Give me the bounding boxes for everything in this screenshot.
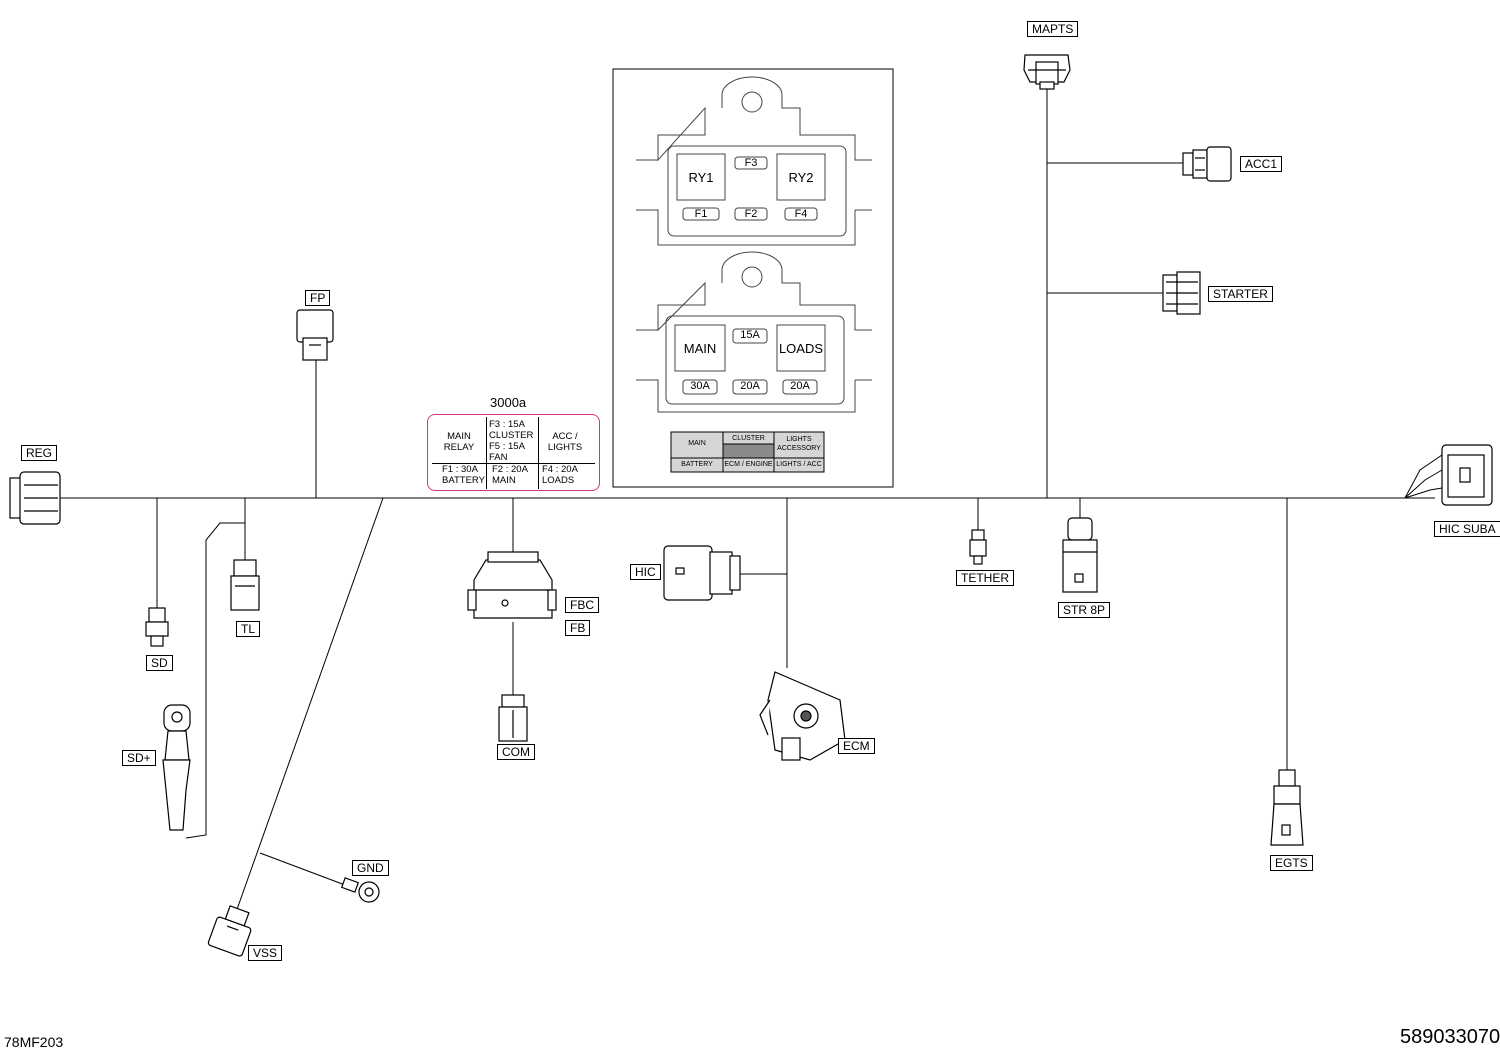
ecm-connector-icon xyxy=(759,671,846,761)
tether-connector-icon xyxy=(969,529,987,565)
fp-connector-icon xyxy=(296,309,334,361)
fuse-box-top xyxy=(636,76,872,246)
fuse-bottom-30a: 30A xyxy=(690,380,710,392)
fuse-bottom-main: MAIN xyxy=(683,341,717,356)
tl-connector-icon xyxy=(230,559,260,611)
reg-label: REG xyxy=(21,445,58,461)
mapts-label: MAPTS xyxy=(1027,21,1079,37)
vss-connector-icon xyxy=(207,905,252,957)
fuse-label-acc-lights: ACC /LIGHTS xyxy=(547,431,583,453)
fuse-bottom-20a-a: 20A xyxy=(740,380,760,392)
acc1-connector-icon xyxy=(1182,146,1232,182)
reg-connector-icon xyxy=(9,471,61,525)
fb-label: FB xyxy=(565,620,591,636)
hic-suba-connector-icon xyxy=(1441,444,1493,506)
fuse-top-f3: F3 xyxy=(744,157,758,169)
footer-right-code: 589033070 xyxy=(1400,1026,1500,1048)
fuse-table-main: MAIN xyxy=(688,440,706,447)
fuse-box-panel xyxy=(612,68,894,488)
tether-label: TETHER xyxy=(956,570,1014,586)
hic-label: HIC xyxy=(630,564,661,580)
mapts-connector-icon xyxy=(1023,54,1071,90)
egts-connector-icon xyxy=(1270,769,1304,846)
hic-connector-icon xyxy=(663,545,741,601)
sd-plus-label: SD+ xyxy=(122,750,156,766)
sd-label: SD xyxy=(146,655,173,671)
hic-suba-label: HIC SUBA xyxy=(1434,521,1500,537)
fuse-bottom-15a: 15A xyxy=(740,329,760,341)
com-label: COM xyxy=(497,744,535,760)
tl-label: TL xyxy=(236,621,261,637)
egts-label: EGTS xyxy=(1270,855,1313,871)
fuse-table-cluster: CLUSTER xyxy=(732,435,765,442)
fuse-top-ry2: RY2 xyxy=(788,170,814,185)
sd-plus-sensor-icon xyxy=(162,704,191,831)
fuse-top-f1: F1 xyxy=(694,208,708,220)
fuse-table-ecm-engine: ECM / ENGINE xyxy=(724,461,773,468)
gnd-label: GND xyxy=(352,860,389,876)
fbc-connector-icon xyxy=(467,551,557,619)
fuse-table-lights-acc: LIGHTS / ACC xyxy=(776,461,822,468)
str8p-label: STR 8P xyxy=(1058,602,1111,618)
ecm-label: ECM xyxy=(838,738,875,754)
acc1-label: ACC1 xyxy=(1240,156,1283,172)
com-connector-icon xyxy=(498,694,528,742)
str8p-connector-icon xyxy=(1062,517,1098,593)
fuse-table xyxy=(670,431,825,473)
fuse-bottom-20a-b: 20A xyxy=(790,380,810,392)
footer-left-code: 78MF203 xyxy=(4,1034,64,1050)
starter-connector-icon xyxy=(1162,271,1201,315)
fuse-top-ry1: RY1 xyxy=(688,170,714,185)
fuse-bottom-loads: LOADS xyxy=(778,341,824,356)
sd-connector-icon xyxy=(145,607,169,647)
vss-label: VSS xyxy=(248,945,283,961)
fuse-top-f2: F2 xyxy=(744,208,758,220)
fbc-label: FBC xyxy=(565,597,599,613)
fuse-label-part-number: 3000a xyxy=(490,395,527,410)
fuse-box-bottom xyxy=(636,251,872,413)
fuse-top-f4: F4 xyxy=(794,208,808,220)
starter-label: STARTER xyxy=(1208,286,1273,302)
fp-label: FP xyxy=(305,290,331,306)
gnd-ring-terminal-icon xyxy=(340,877,380,903)
fuse-table-battery: BATTERY xyxy=(681,461,713,468)
